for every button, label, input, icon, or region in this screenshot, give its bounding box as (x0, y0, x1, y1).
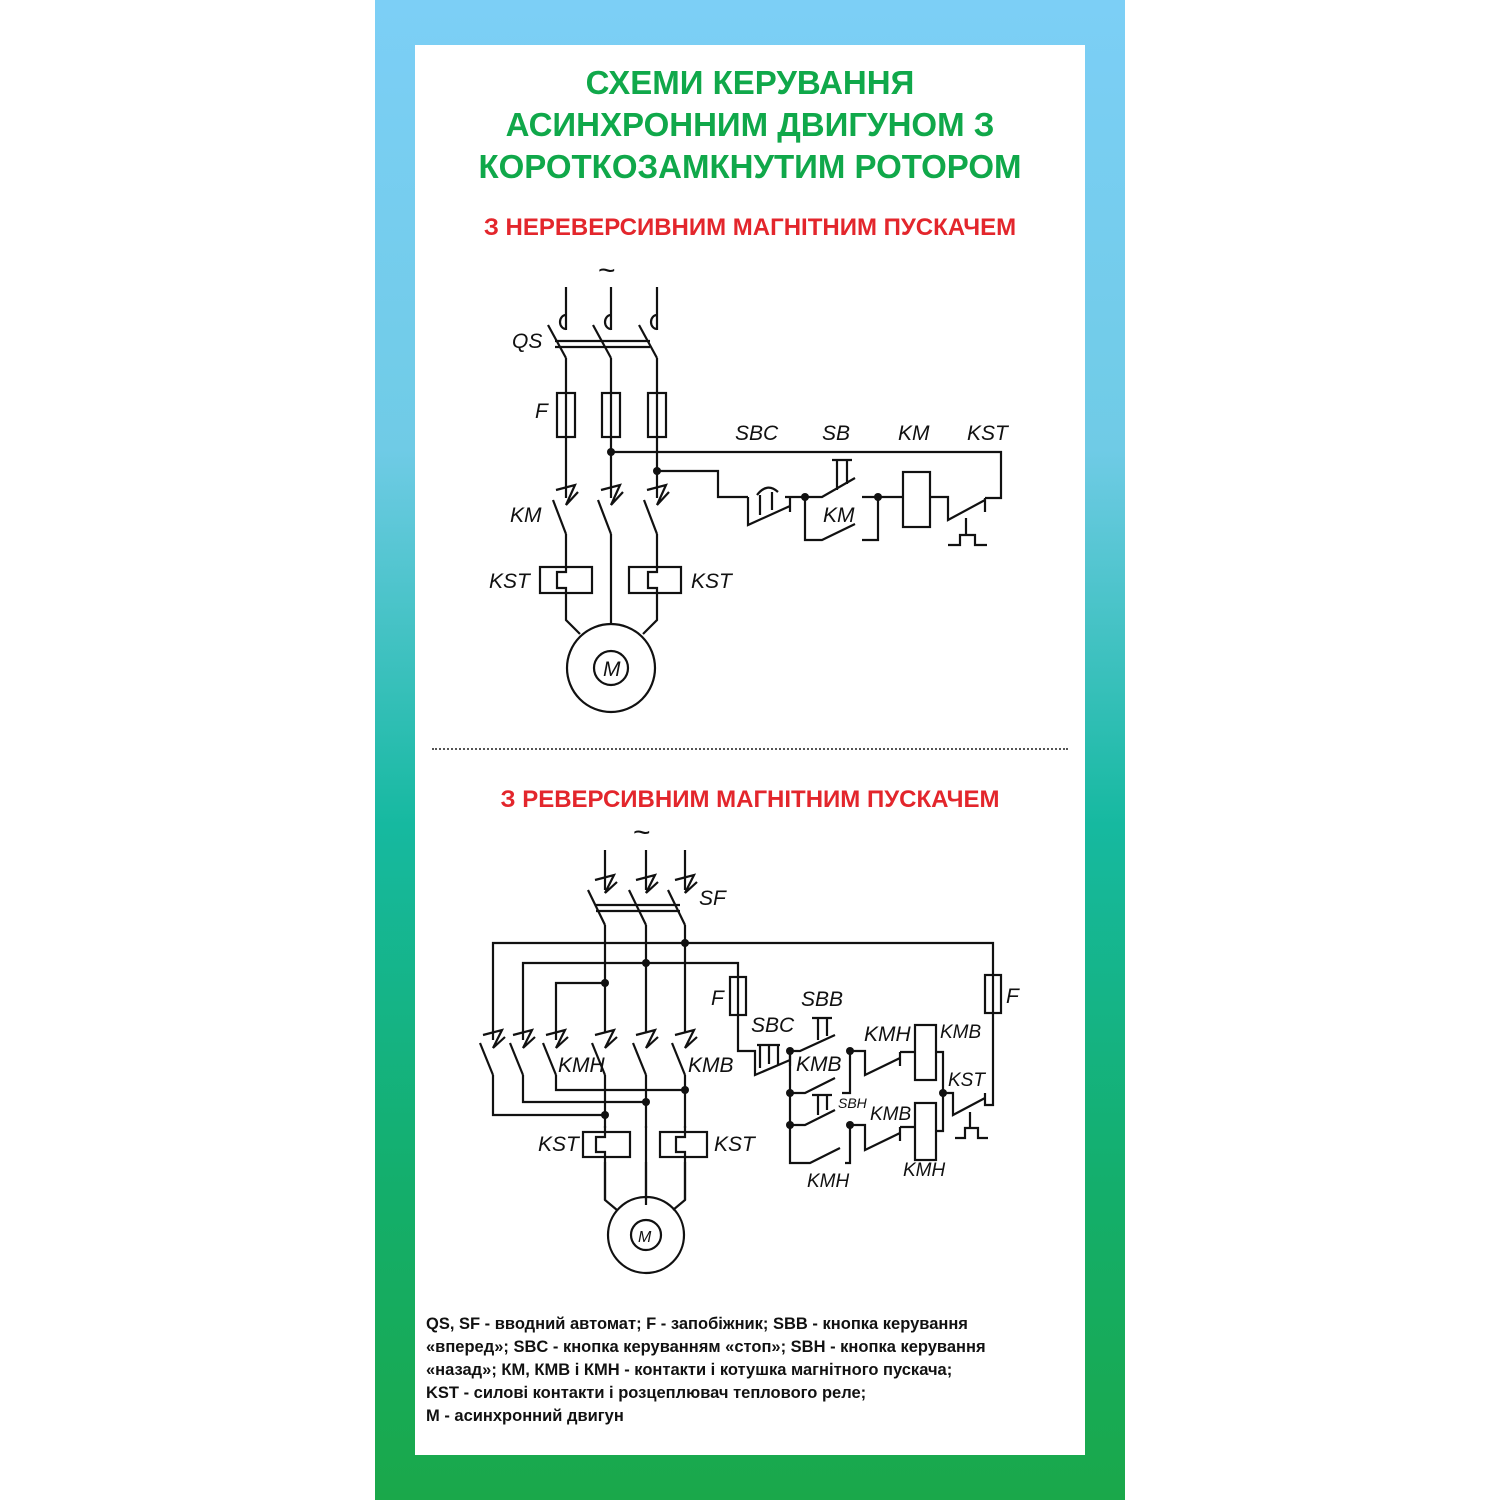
legend-line: «вперед»; SBC - кнопка керуванням «стоп»… (426, 1338, 986, 1356)
km-hold-label: KM (823, 504, 855, 527)
fuse-right-label: F (1006, 985, 1020, 1008)
ac-symbol-2: ~ (633, 816, 651, 849)
sbc-label: SBC (735, 422, 779, 445)
kst-thermal-elements-2 (581, 1126, 709, 1211)
kmh-interlock-label: KMH (864, 1023, 912, 1046)
km-coil-label: KM (898, 422, 930, 445)
km-power-contacts (545, 483, 675, 535)
legend-line: «назад»; КМ, КМВ і КМН - контакти і коту… (426, 1361, 953, 1379)
control-circuit-2 (728, 973, 1003, 1165)
section1-heading: З НЕРЕВЕРСИВНИМ МАГНІТНИМ ПУСКАЧЕМ (483, 214, 1017, 241)
kmb-hold-label: KMB (796, 1053, 842, 1076)
legend-line: М - асинхронний двигун (426, 1407, 624, 1425)
kst-control-label-2: KST (948, 1070, 986, 1091)
control-circuit (607, 448, 1003, 547)
kmb-power-label: KMB (688, 1054, 734, 1077)
legend-line: QS, SF - вводний автомат; F - запобіжник… (426, 1315, 968, 1333)
power-wiring (478, 939, 995, 1205)
kst-left-label-2: KST (538, 1133, 581, 1156)
kmh-coil-label: KMH (903, 1160, 946, 1181)
fuses (555, 391, 668, 439)
motor-symbol (565, 622, 657, 714)
qs-label: QS (512, 330, 542, 353)
title-line-1: СХЕМИ КЕРУВАННЯ (585, 64, 915, 101)
reversing-circuit: ~ SF KMH KMB (478, 816, 1020, 1275)
qs-switch (547, 287, 659, 560)
sf-label: SF (699, 887, 727, 910)
kst-thermal-elements (538, 560, 683, 635)
title-line-2: АСИНХРОННИМ ДВИГУНОМ З (505, 106, 995, 143)
sbb-label: SBB (801, 988, 843, 1011)
ac-symbol: ~ (598, 254, 616, 287)
kmh-power-label: KMH (558, 1054, 606, 1077)
section-divider (432, 748, 1068, 750)
kst-control-label: KST (967, 422, 1010, 445)
fuse-left-label: F (711, 987, 725, 1010)
kmh-hold-label: KMH (807, 1171, 850, 1192)
sb-label: SB (822, 422, 850, 445)
kmb-interlock-label: KMB (870, 1104, 912, 1125)
motor-symbol-2 (606, 1195, 686, 1275)
sf-breaker (587, 850, 698, 1032)
kmb-coil-label: KMB (940, 1022, 982, 1043)
sbh-label: SBH (838, 1095, 868, 1111)
title-line-3: КОРОТКОЗАМКНУТИМ РОТОРОМ (478, 148, 1022, 185)
fuse-label: F (535, 400, 549, 423)
non-reversing-circuit: ~ QS F KM (489, 254, 1010, 714)
km-label: KM (510, 504, 542, 527)
motor-label: M (603, 658, 621, 681)
legend-line: KST - силові контакти і розцеплювач тепл… (426, 1384, 867, 1402)
sbc-label-2: SBC (751, 1014, 795, 1037)
motor-label-2: M (638, 1229, 652, 1246)
kst-right-label-2: KST (714, 1133, 757, 1156)
poster-title: СХЕМИ КЕРУВАННЯ АСИНХРОННИМ ДВИГУНОМ З К… (415, 62, 1085, 188)
white-panel (415, 45, 1085, 1455)
kst-left-label: KST (489, 570, 532, 593)
section2-heading: З РЕВЕРСИВНИМ МАГНІТНИМ ПУСКАЧЕМ (500, 786, 1000, 813)
kst-right-label: KST (691, 570, 734, 593)
legend: QS, SF - вводний автомат; F - запобіжник… (426, 1313, 1086, 1428)
